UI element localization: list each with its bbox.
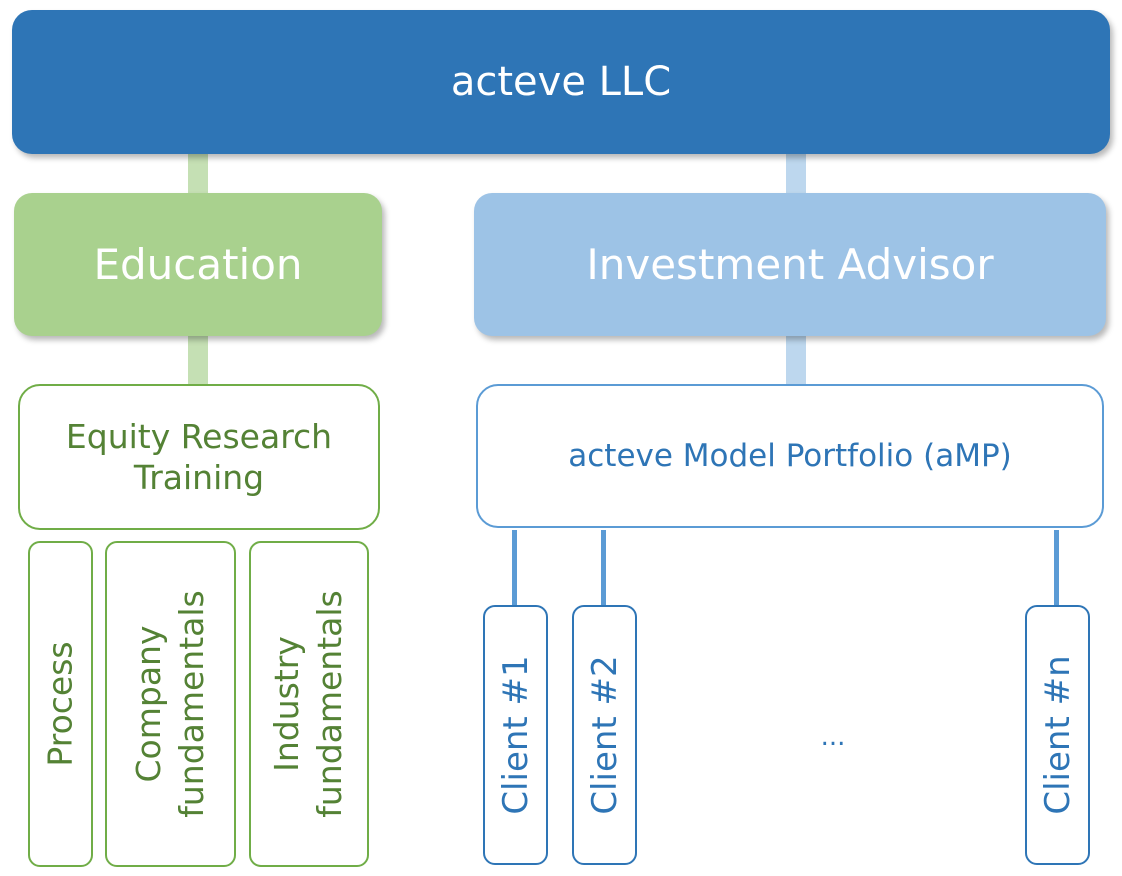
- root-node-acteve-llc: acteve LLC: [12, 10, 1110, 154]
- client-node-2: Client #2: [572, 605, 637, 865]
- connector-amp-client-2: [601, 530, 606, 606]
- topic-node-industry-fundamentals: Industry fundamentals: [249, 541, 369, 867]
- topic-industry-line-2: fundamentals: [310, 590, 349, 818]
- connector-education-training: [188, 334, 208, 386]
- topic-company-line-2: fundamentals: [171, 590, 211, 818]
- root-node-label: acteve LLC: [450, 59, 672, 105]
- client-node-n: Client #n: [1025, 605, 1090, 865]
- client-n-label: Client #n: [1037, 655, 1078, 815]
- acteve-model-portfolio-label: acteve Model Portfolio (aMP): [568, 438, 1012, 474]
- client-1-label: Client #1: [495, 655, 536, 815]
- topic-node-company-fundamentals: Company fundamentals: [105, 541, 236, 867]
- topic-industry-line-1: Industry: [267, 636, 307, 772]
- topic-process-line: Process: [40, 641, 80, 767]
- topic-process-text: Process: [39, 641, 82, 766]
- division-node-investment-advisor: Investment Advisor: [474, 193, 1106, 336]
- connector-amp-client-1: [512, 530, 517, 606]
- client-2-label: Client #2: [584, 655, 625, 815]
- division-node-education: Education: [14, 193, 382, 336]
- division-education-label: Education: [93, 240, 303, 289]
- connector-investment-amp: [786, 334, 806, 386]
- equity-research-training-label: Equity Research Training: [65, 416, 333, 497]
- connector-amp-client-n: [1054, 530, 1059, 606]
- topic-node-process: Process: [28, 541, 93, 867]
- client-node-1: Client #1: [483, 605, 548, 865]
- topic-industry-fundamentals-text: Industry fundamentals: [266, 590, 352, 818]
- division-investment-label: Investment Advisor: [586, 240, 994, 289]
- clients-ellipsis: ...: [820, 722, 846, 752]
- node-acteve-model-portfolio: acteve Model Portfolio (aMP): [476, 384, 1104, 528]
- topic-company-fundamentals-text: Company fundamentals: [128, 590, 214, 818]
- node-equity-research-training: Equity Research Training: [18, 384, 380, 530]
- topic-company-line-1: Company: [128, 625, 168, 783]
- connector-root-investment: [786, 150, 806, 196]
- connector-root-education: [188, 150, 208, 196]
